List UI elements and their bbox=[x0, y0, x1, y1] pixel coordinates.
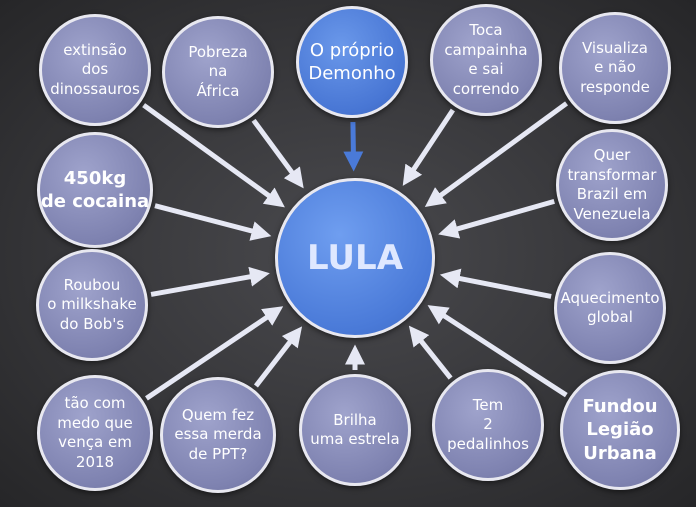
node-11: Quem fez essa merda de PPT? bbox=[160, 377, 276, 493]
node-9: Aquecimento global bbox=[554, 252, 666, 364]
node-6: 450kg de cocaina bbox=[37, 132, 153, 248]
center-node-lula: LULA bbox=[275, 178, 435, 338]
node-13: Tem 2 pedalinhos bbox=[432, 369, 544, 481]
arrow-13 bbox=[408, 325, 453, 380]
arrow-11 bbox=[253, 326, 303, 388]
node-8: Roubou o milkshake do Bob's bbox=[36, 249, 148, 361]
node-1: extinsão dos dinossauros bbox=[39, 14, 151, 126]
node-2: Pobreza na África bbox=[162, 16, 274, 128]
arrow-5 bbox=[424, 101, 569, 207]
arrow-10 bbox=[145, 306, 284, 401]
arrow-8 bbox=[150, 266, 270, 297]
node-4: Toca campainha e sai correndo bbox=[430, 4, 542, 116]
node-10: tão com medo que vença em 2018 bbox=[37, 375, 153, 491]
node-14: Fundou Legião Urbana bbox=[560, 370, 680, 490]
node-3: O próprio Demonho bbox=[296, 6, 408, 118]
node-12: Brilha uma estrela bbox=[299, 374, 411, 486]
arrow-7 bbox=[438, 198, 555, 239]
arrow-9 bbox=[439, 268, 552, 299]
arrow-6 bbox=[154, 203, 272, 241]
node-7: Quer transformar Brazil em Venezuela bbox=[556, 129, 668, 241]
arrow-4 bbox=[402, 108, 455, 186]
arrow-3 bbox=[343, 121, 364, 172]
arrow-1 bbox=[142, 103, 285, 208]
arrow-14 bbox=[427, 305, 568, 398]
node-5: Visualiza e não responde bbox=[559, 12, 671, 124]
arrow-2 bbox=[251, 118, 304, 189]
